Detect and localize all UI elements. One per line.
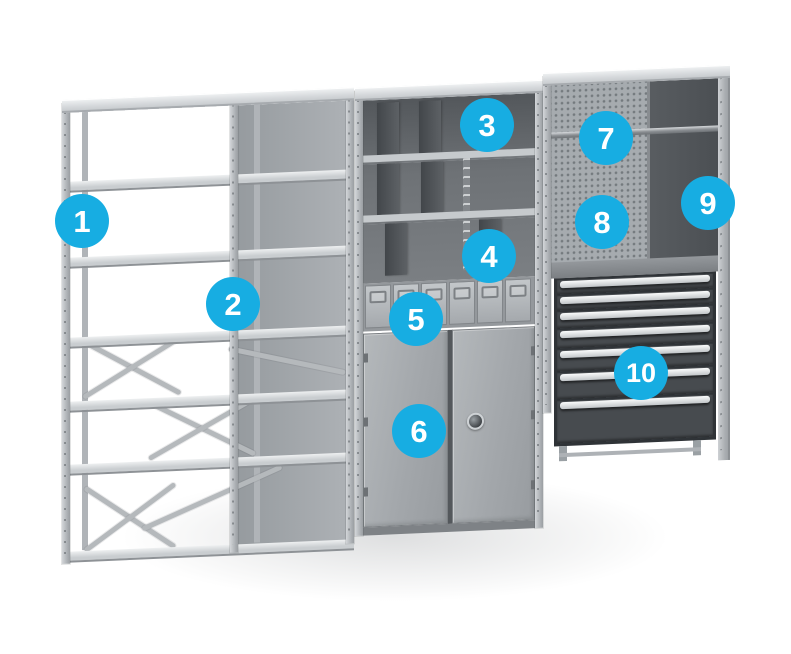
callout-badge-3: 3 bbox=[460, 98, 514, 152]
small-drawer bbox=[505, 278, 531, 323]
callout-badge-8: 8 bbox=[575, 195, 629, 249]
callout-badge-4: 4 bbox=[462, 229, 516, 283]
divider-shelf-cabinet-unit bbox=[355, 79, 543, 537]
callout-badge-2: 2 bbox=[206, 277, 260, 331]
side-panel bbox=[718, 66, 730, 461]
callout-badge-9: 9 bbox=[681, 176, 735, 230]
shelf-divider bbox=[385, 222, 407, 276]
callout-badge-7: 7 bbox=[579, 111, 633, 165]
pegboard-drawer-unit bbox=[543, 64, 730, 469]
small-drawer bbox=[449, 280, 475, 325]
door-hinge bbox=[364, 353, 368, 363]
callout-badge-10: 10 bbox=[614, 346, 668, 400]
back-post bbox=[82, 111, 88, 551]
frame-post bbox=[535, 83, 543, 529]
callout-badge-1: 1 bbox=[55, 194, 109, 248]
cabinet-door-right bbox=[452, 326, 535, 524]
door-hinge bbox=[364, 487, 368, 497]
callout-badge-5: 5 bbox=[389, 292, 443, 346]
small-drawer bbox=[477, 279, 503, 324]
callout-badge-6: 6 bbox=[392, 404, 446, 458]
drawer bbox=[557, 394, 713, 444]
shelf-divider bbox=[377, 102, 399, 156]
shelf-divider bbox=[419, 100, 441, 154]
frame-post bbox=[543, 76, 551, 414]
open-shelving-unit bbox=[62, 87, 354, 566]
small-drawer bbox=[365, 284, 391, 329]
front-post bbox=[346, 91, 354, 544]
shelf-divider bbox=[421, 161, 443, 214]
frame-post bbox=[355, 91, 363, 537]
door-hinge bbox=[364, 417, 368, 427]
cabinet-foot-bar bbox=[559, 447, 701, 458]
shelf-divider bbox=[377, 163, 399, 216]
front-post bbox=[62, 103, 70, 565]
